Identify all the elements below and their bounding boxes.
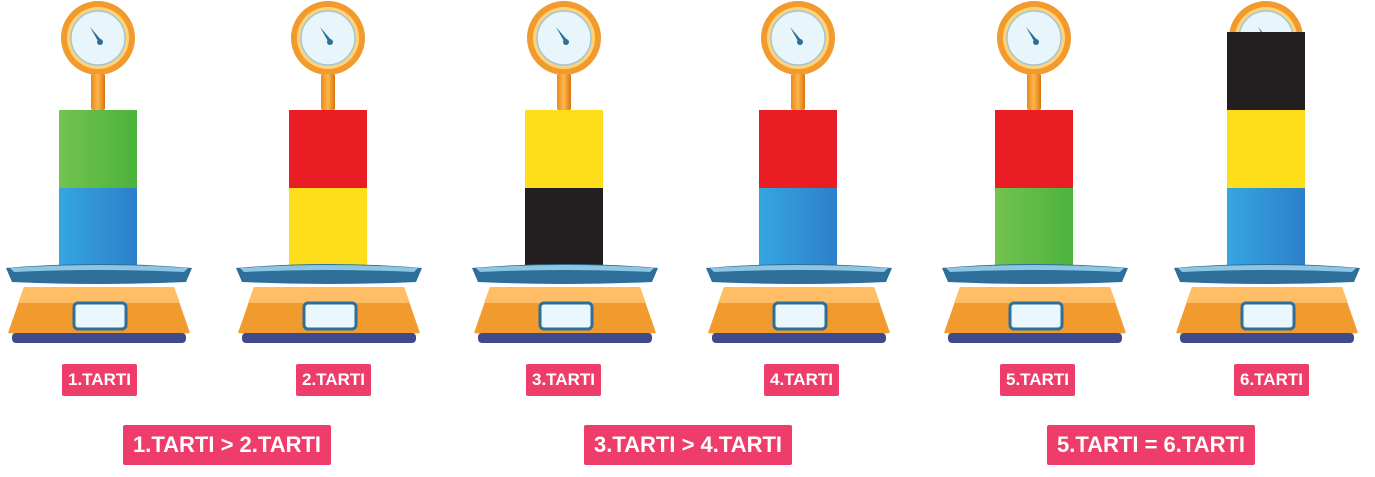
scale-stem <box>557 74 571 110</box>
scale-base <box>4 283 194 347</box>
scale-stem <box>791 74 805 110</box>
scale-base <box>1172 283 1362 347</box>
scale-stem <box>321 74 335 110</box>
scale-label: 6.TARTI <box>1234 364 1309 396</box>
weight-block-blue <box>1227 188 1305 266</box>
weight-block-blue <box>759 188 837 266</box>
scale-base <box>470 283 660 347</box>
dial-gauge-icon <box>522 0 606 78</box>
weight-block-green <box>995 188 1073 266</box>
dial-gauge-icon <box>56 0 140 78</box>
scale-base <box>704 283 894 347</box>
scale-2: 2.TARTI <box>234 0 434 360</box>
dial-gauge-icon <box>756 0 840 78</box>
weight-block-red <box>289 110 367 188</box>
scale-stem <box>1027 74 1041 110</box>
scale-stem <box>91 74 105 110</box>
scale-3: 3.TARTI <box>470 0 670 360</box>
scale-1: 1.TARTI <box>4 0 204 360</box>
comparison-3-4: 3.TARTI > 4.TARTI <box>584 425 792 465</box>
scale-5: 5.TARTI <box>940 0 1140 360</box>
scale-base <box>234 283 424 347</box>
scale-label: 5.TARTI <box>1000 364 1075 396</box>
scale-6: 6.TARTI <box>1172 0 1372 360</box>
scale-base <box>940 283 1130 347</box>
weight-block-red <box>995 110 1073 188</box>
weight-block-yellow <box>1227 110 1305 188</box>
comparison-1-2: 1.TARTI > 2.TARTI <box>123 425 331 465</box>
weight-block-blue <box>59 188 137 266</box>
weight-block-red <box>759 110 837 188</box>
weight-block-green <box>59 110 137 188</box>
weight-block-yellow <box>289 188 367 266</box>
scale-label: 1.TARTI <box>62 364 137 396</box>
weight-block-black <box>525 188 603 266</box>
dial-gauge-icon <box>286 0 370 78</box>
scale-label: 2.TARTI <box>296 364 371 396</box>
weight-block-yellow <box>525 110 603 188</box>
dial-gauge-icon <box>992 0 1076 78</box>
comparison-5-6: 5.TARTI = 6.TARTI <box>1047 425 1255 465</box>
scale-4: 4.TARTI <box>704 0 904 360</box>
scale-label: 3.TARTI <box>526 364 601 396</box>
weight-block-black <box>1227 32 1305 110</box>
scale-label: 4.TARTI <box>764 364 839 396</box>
